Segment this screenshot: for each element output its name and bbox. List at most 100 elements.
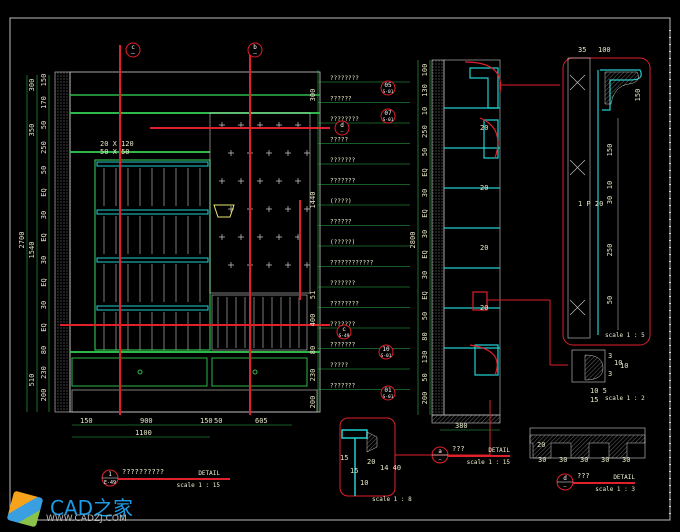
tag-top: 01 — [384, 387, 392, 394]
dimension-label: 150 — [634, 89, 642, 102]
section-dimensions: 1001301025050EQ30EQ30EQ30EQ5080130502002… — [409, 64, 488, 430]
dimension-label: 150 — [40, 74, 48, 87]
panel-cross — [228, 150, 234, 156]
svg-text:50 X 50: 50 X 50 — [100, 148, 130, 156]
wall-lamp-icon — [213, 204, 235, 218]
annotation-column: 30014405140080230200????????????????????… — [309, 70, 410, 412]
shelf — [96, 257, 209, 263]
title-name: ??? — [452, 445, 465, 453]
dimension-label: 100 — [421, 64, 429, 77]
scale-label: scale 1 : 8 — [372, 496, 412, 503]
detail-joint — [339, 400, 491, 497]
panel-cross — [295, 178, 301, 184]
wall-panel — [209, 112, 311, 294]
dimension-label: 50 — [421, 312, 429, 320]
dimension-label: 30 — [40, 301, 48, 309]
dimension-label: 80 — [421, 332, 429, 340]
panel-cross — [219, 178, 225, 184]
dimension-label: 250 — [421, 125, 429, 138]
dimension-label: 20 — [537, 441, 545, 449]
dimension-label: 200 — [309, 396, 317, 409]
dimension-label: 30 — [538, 456, 546, 464]
dimension-label: 80 — [309, 346, 317, 354]
dimension-label: 130 — [421, 84, 429, 97]
dimension-label: 10 — [620, 362, 628, 370]
section-tag-icon — [380, 108, 396, 124]
dimension-label: 230 — [309, 369, 317, 382]
panel-cross — [257, 234, 263, 240]
panel-cross — [304, 150, 310, 156]
marker-bottom: — — [438, 457, 442, 463]
drawer-right — [211, 357, 308, 387]
dimension-label: 200 — [421, 392, 429, 405]
tag-bottom: S-01 — [381, 353, 392, 359]
dimension-label: 10 — [360, 479, 368, 487]
panel-cross — [304, 206, 310, 212]
title-kind: DETAIL — [198, 470, 220, 477]
dimension-label: 50 — [40, 166, 48, 174]
dimension-label: EQ — [421, 250, 429, 258]
left-dimensions: 270030035015405101501705025050EQ30EQ30EQ… — [18, 74, 50, 412]
dimension-label: 10 — [606, 181, 614, 189]
dimension-label: 20 — [480, 184, 488, 192]
dimension-label: 10 — [614, 359, 622, 367]
dimension-label: 50 — [606, 296, 614, 304]
dimension-label: 30 — [601, 456, 609, 464]
dimension-label: 50 — [421, 373, 429, 381]
dimension-label: EQ — [40, 323, 48, 331]
tag-bottom: S-01 — [383, 89, 394, 95]
dimension-label: 30 — [559, 456, 567, 464]
dimension-label: 30 — [40, 211, 48, 219]
dimension-label: 30 — [606, 196, 614, 204]
dimension-label: 250 — [40, 141, 48, 154]
annotation-label: ????? — [330, 137, 348, 144]
dimension-label: 20 — [480, 124, 488, 132]
dimension-label: 170 — [40, 96, 48, 109]
dimension-label: 30 — [421, 230, 429, 238]
dimension-label: EQ — [421, 291, 429, 299]
tag-bottom: S-49 — [339, 333, 350, 339]
dimension-label: 2700 — [18, 232, 26, 249]
marker-bottom: E-49 — [104, 480, 116, 486]
tag-top: c — [342, 326, 346, 333]
panel-cross — [266, 262, 272, 268]
tag-top: 07 — [384, 110, 392, 117]
panel-cross — [257, 178, 263, 184]
drawer-left — [71, 357, 208, 387]
panel-cross — [276, 178, 282, 184]
section-tag-icon — [334, 120, 350, 136]
dimension-label: 230 — [40, 366, 48, 379]
panel-cross — [276, 234, 282, 240]
dimension-label: 3 — [608, 370, 612, 378]
marker-top: d — [563, 475, 567, 482]
dimension-label: 200 — [40, 389, 48, 402]
annotation-label: ??????? — [330, 383, 356, 390]
dimension-label: 150 — [606, 144, 614, 157]
title-kind: DETAIL — [488, 447, 510, 454]
shelf — [96, 161, 209, 167]
dimension-label: 350 — [28, 124, 36, 137]
dimension-label: 900 — [140, 417, 153, 425]
dimension-label: 80 — [40, 346, 48, 354]
dimension-label: 380 — [455, 422, 468, 430]
dimension-label: 35 — [578, 46, 586, 54]
tag-bottom: — — [253, 50, 257, 57]
dimension-label: EQ — [421, 168, 429, 176]
title-scale: scale 1 : 15 — [177, 482, 221, 489]
tag-top: c — [131, 44, 135, 51]
dimension-label: 20 — [480, 244, 488, 252]
dimension-label: 30 — [580, 456, 588, 464]
panel-cross — [228, 262, 234, 268]
annotation-label: ??????? — [330, 342, 356, 349]
dimension-label: 15 — [340, 454, 348, 462]
dimension-label: 20 — [367, 458, 375, 466]
watermark-logo: CAD之家 WWW.CADZJ.COM — [6, 490, 138, 528]
panel-cross — [219, 234, 225, 240]
title-kind: DETAIL — [613, 474, 635, 481]
shelf — [96, 209, 209, 215]
section-tag-icon — [336, 324, 352, 340]
dimension-label: 300 — [28, 79, 36, 92]
